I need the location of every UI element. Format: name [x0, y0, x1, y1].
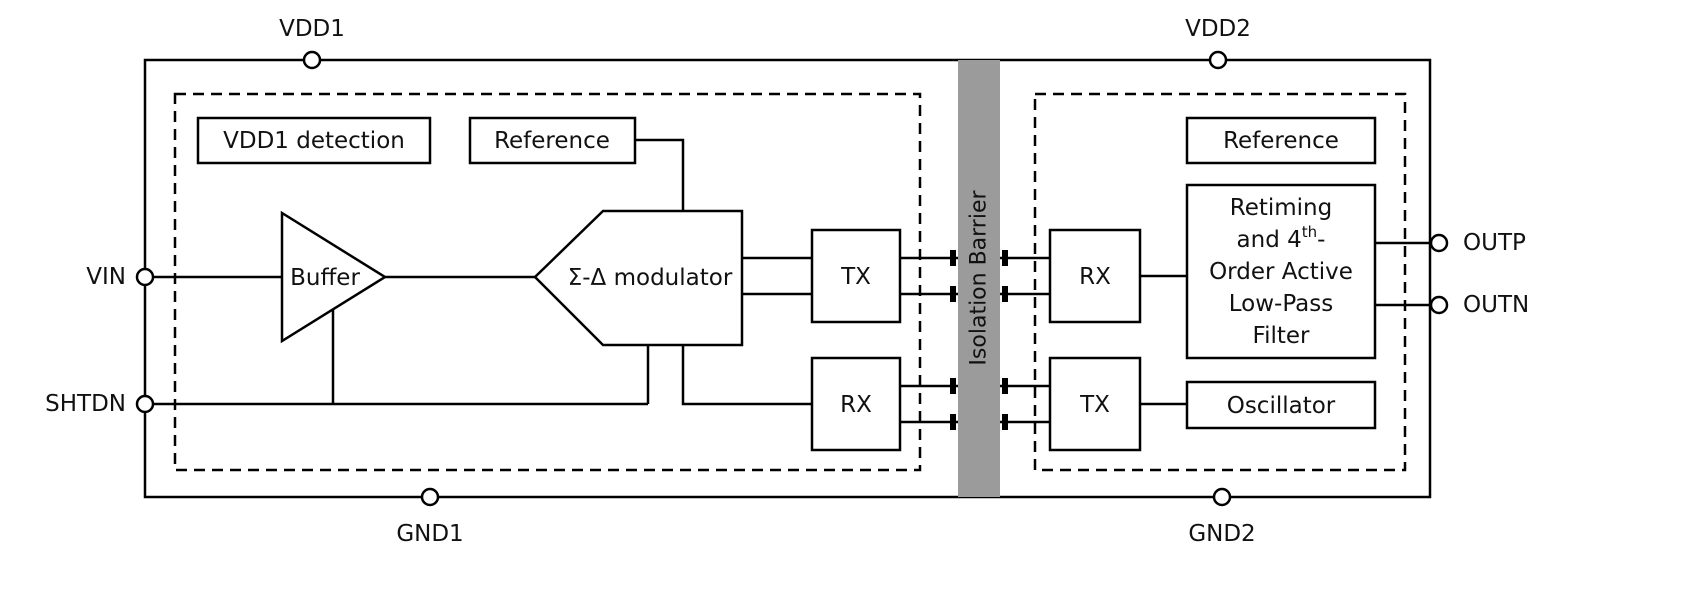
wire-rx-to-modulator-clock	[681, 345, 812, 406]
rx-left-label: RX	[840, 392, 872, 418]
reference-left-label: Reference	[494, 128, 610, 154]
vdd1-detection-block	[196, 116, 432, 165]
buffer-label: Buffer	[290, 265, 360, 291]
pin-label-gnd1: GND1	[396, 521, 463, 547]
tx-right-label: TX	[1079, 392, 1110, 418]
filter-label-line4: Low-Pass	[1229, 291, 1334, 317]
tx-right-block	[1048, 356, 1142, 452]
tx-left-block	[810, 228, 902, 324]
reference-left-block	[468, 116, 637, 165]
right-domain-dashed-box	[1033, 92, 1407, 472]
left-domain-dashed-box	[173, 92, 922, 472]
rx-right-label: RX	[1079, 264, 1111, 290]
buffer-triangle	[280, 210, 388, 344]
tx-left-label: TX	[840, 264, 871, 290]
reference-right-label: Reference	[1223, 128, 1339, 154]
pin-label-vdd2: VDD2	[1185, 16, 1251, 42]
pin-label-outp: OUTP	[1463, 230, 1526, 256]
pin-gnd2	[1212, 487, 1232, 507]
wire-reference-to-modulator	[635, 138, 685, 211]
low-pass-filter-block	[1185, 183, 1377, 360]
pin-shtdn	[135, 394, 155, 414]
filter-label-line5: Filter	[1253, 323, 1311, 349]
rx-right-block	[1048, 228, 1142, 324]
sigma-delta-modulator-block	[533, 209, 744, 347]
pin-label-vdd1: VDD1	[279, 16, 345, 42]
reference-right-block	[1185, 116, 1377, 165]
pin-label-gnd2: GND2	[1188, 521, 1255, 547]
vdd1-detection-label: VDD1 detection	[223, 128, 405, 154]
oscillator-label: Oscillator	[1227, 393, 1336, 419]
rx-left-block	[810, 356, 902, 452]
filter-label-line3: Order Active	[1209, 259, 1353, 285]
pin-label-outn: OUTN	[1463, 292, 1529, 318]
oscillator-block	[1185, 380, 1377, 430]
pin-label-shtdn: SHTDN	[45, 391, 126, 417]
pin-vdd1	[302, 50, 322, 70]
isolation-barrier	[958, 60, 1000, 497]
pin-outp	[1429, 233, 1449, 253]
pin-outn	[1429, 295, 1449, 315]
filter-label-line2-post: -	[1317, 227, 1325, 253]
pin-label-vin: VIN	[86, 264, 126, 290]
filter-label-line1: Retiming	[1230, 195, 1332, 221]
filter-label-line2-sup: th	[1302, 223, 1317, 241]
sigma-delta-modulator-label: Σ-Δ modulator	[568, 265, 733, 291]
filter-label-line2: and 4th-	[1237, 223, 1326, 253]
pin-vin	[135, 267, 155, 287]
filter-label-line2-pre: and 4	[1237, 227, 1302, 253]
pin-vdd2	[1208, 50, 1228, 70]
pin-gnd1	[420, 487, 440, 507]
isolation-barrier-label: Isolation Barrier	[967, 189, 992, 365]
